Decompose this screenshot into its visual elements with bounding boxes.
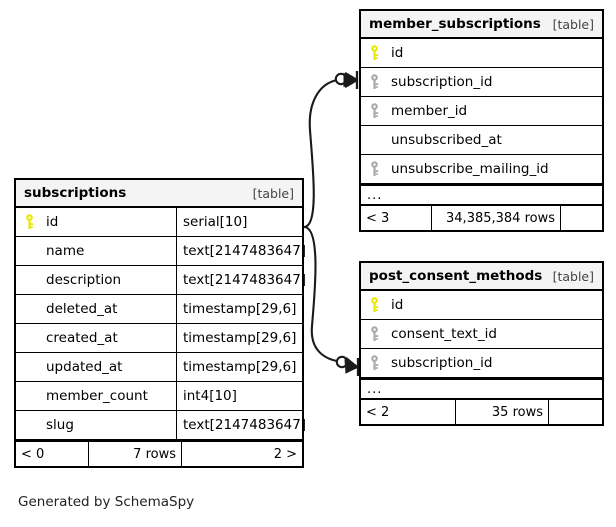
yellow-key-icon [361,297,387,313]
table-subscriptions[interactable]: subscriptions [table] id serial[10] name text… [14,178,306,468]
column-row[interactable]: slug text[2147483647] [16,411,306,440]
column-type: text[2147483647] [176,237,306,265]
table-type-tag: [table] [552,16,594,32]
column-row[interactable]: description text[2147483647] [16,266,306,295]
column-type: serial[10] [176,208,302,236]
outgoing-relations-count[interactable] [561,206,602,230]
incoming-relations-count[interactable]: < 3 [366,210,390,226]
column-row[interactable]: unsubscribe_mailing_id [361,155,602,184]
column-name: consent_text_id [391,326,497,342]
column-type: timestamp[29,6] [176,324,302,352]
table-type-tag: [table] [552,268,594,284]
column-row[interactable]: subscription_id [361,68,602,97]
yellow-key-icon [16,214,42,230]
gray-key-icon [361,326,387,342]
column-row[interactable]: member_count int4[10] [16,382,302,411]
yellow-key-icon [361,45,387,61]
generator-note: Generated by SchemaSpy [18,494,195,510]
column-row[interactable]: updated_at timestamp[29,6] [16,353,302,382]
column-name: created_at [46,330,118,346]
relation-subscriptions-to-member-subscriptions [303,71,359,229]
table-title: post_consent_methods [369,268,543,284]
column-name: subscription_id [391,355,493,371]
table-header-post_consent_methods: post_consent_methods [table] [361,263,602,291]
column-name: description [46,272,122,288]
table-body-divider [16,440,302,442]
more-columns-indicator[interactable]: ... [361,184,602,206]
table-footer-member_subscriptions: < 3 34,385,384 rows [361,206,602,230]
column-name: deleted_at [46,301,118,317]
row-count: 7 rows [88,442,182,466]
column-name: member_count [46,388,148,404]
column-row[interactable]: consent_text_id [361,320,602,349]
incoming-relations-count[interactable]: < 0 [21,446,45,462]
outgoing-relations-count[interactable]: 2 > [273,446,297,462]
column-row[interactable]: id serial[10] [16,208,302,237]
column-type: timestamp[29,6] [176,353,302,381]
column-row[interactable]: id [361,291,602,320]
gray-key-icon [361,74,387,90]
outgoing-relations-count[interactable] [549,400,602,424]
column-name: member_id [391,103,468,119]
table-type-tag: [table] [252,185,294,201]
gray-key-icon [361,355,387,371]
table-header-member_subscriptions: member_subscriptions [table] [361,11,602,39]
column-name: id [46,214,59,230]
column-row[interactable]: id [361,39,602,68]
column-row[interactable]: deleted_at timestamp[29,6] [16,295,302,324]
column-name: unsubscribed_at [391,132,502,148]
column-name: updated_at [46,359,123,375]
table-header-subscriptions: subscriptions [table] [16,180,302,208]
column-row[interactable]: member_id [361,97,602,126]
table-footer-post_consent_methods: < 2 35 rows [361,400,602,424]
incoming-relations-count[interactable]: < 2 [366,404,390,420]
column-name: subscription_id [391,74,493,90]
row-count: 34,385,384 rows [431,206,561,230]
column-row[interactable]: subscription_id [361,349,602,378]
table-member_subscriptions[interactable]: member_subscriptions [table] id subscriptio… [359,9,604,232]
column-name: unsubscribe_mailing_id [391,161,549,177]
gray-key-icon [361,103,387,119]
column-row[interactable]: created_at timestamp[29,6] [16,324,302,353]
column-type: int4[10] [176,382,302,410]
column-row[interactable]: unsubscribed_at [361,126,602,155]
column-name: id [391,45,404,61]
table-footer-subscriptions: < 0 7 rows 2 > [16,442,302,466]
column-type: text[2147483647] [176,266,306,294]
more-columns-indicator[interactable]: ... [361,378,602,400]
column-type: timestamp[29,6] [176,295,302,323]
column-name: name [46,243,85,259]
column-name: id [391,297,404,313]
column-row[interactable]: name text[2147483647] [16,237,306,266]
table-post_consent_methods[interactable]: post_consent_methods [table] id consent_tex… [359,261,604,426]
table-title: member_subscriptions [369,16,541,32]
relation-subscriptions-to-post-consent-methods [303,225,360,376]
table-title: subscriptions [24,185,127,201]
column-type: text[2147483647] [176,411,306,439]
gray-key-icon [361,161,387,177]
row-count: 35 rows [455,400,549,424]
column-name: slug [46,417,74,433]
